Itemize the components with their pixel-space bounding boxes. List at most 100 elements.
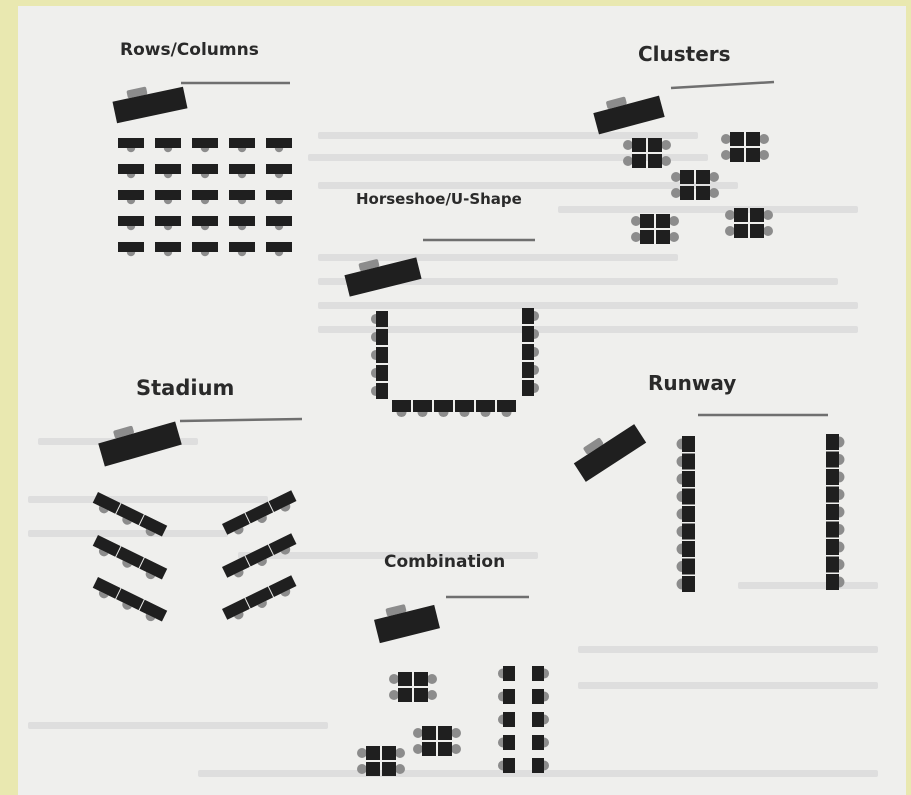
student-desk xyxy=(826,451,845,468)
student-desk xyxy=(268,490,297,512)
student-desk xyxy=(118,242,144,257)
desk-top xyxy=(682,506,695,522)
student-desk xyxy=(532,735,550,750)
desk-top xyxy=(503,689,515,704)
chair xyxy=(257,600,267,608)
student-desk xyxy=(266,164,292,179)
chair xyxy=(413,728,423,738)
desk-top xyxy=(532,758,544,773)
teacher-desk xyxy=(98,421,182,467)
student-desk xyxy=(640,230,654,244)
student-desk xyxy=(750,208,764,222)
student-desk xyxy=(370,365,388,381)
desk-top xyxy=(434,400,453,412)
student-desk xyxy=(155,190,181,205)
desk-top xyxy=(682,488,695,505)
student-desk xyxy=(229,164,255,179)
combination-title: Combination xyxy=(384,552,506,572)
chair xyxy=(459,412,470,418)
chair xyxy=(122,517,132,525)
student-desk xyxy=(229,216,255,231)
cluster-1 xyxy=(623,138,671,168)
student-desk xyxy=(116,503,144,526)
chair xyxy=(237,174,247,179)
chair xyxy=(676,561,682,572)
chair xyxy=(233,570,244,578)
chair xyxy=(427,690,437,700)
student-desk xyxy=(192,190,218,205)
desk-top xyxy=(532,666,544,681)
chair xyxy=(839,559,845,570)
student-desk xyxy=(656,230,670,244)
desk-top xyxy=(266,190,292,200)
chair xyxy=(357,764,367,774)
desk-top xyxy=(522,344,534,360)
desk-top xyxy=(139,599,168,622)
desk-top xyxy=(682,471,695,487)
student-desk xyxy=(266,190,292,205)
clusters-teacher-desk xyxy=(593,95,665,135)
chair xyxy=(233,527,244,535)
teacher-desk xyxy=(573,424,647,482)
stadium-row xyxy=(222,533,297,578)
chair xyxy=(763,226,773,236)
student-desk xyxy=(192,164,218,179)
student-desk xyxy=(268,533,297,555)
desk-top xyxy=(155,190,181,200)
desk-top xyxy=(826,504,839,520)
cluster-2 xyxy=(721,132,769,162)
chair xyxy=(357,748,367,758)
student-desk xyxy=(245,544,274,567)
chair xyxy=(370,331,376,343)
horseshoe-desks xyxy=(370,308,540,418)
chair xyxy=(759,150,769,160)
horseshoe-teacher-desk xyxy=(344,257,422,297)
chair xyxy=(274,226,284,231)
chair xyxy=(676,438,682,450)
student-desk xyxy=(413,400,432,418)
student-desk xyxy=(826,486,845,503)
chair xyxy=(669,216,679,226)
teacher-desk xyxy=(344,257,422,297)
runway-teacher-desk xyxy=(573,424,647,482)
student-desk xyxy=(497,689,515,704)
book-page: Rows/Columns Clusters Horseshoe/U-Shape … xyxy=(18,6,906,795)
desk-top xyxy=(155,164,181,174)
student-desk xyxy=(382,746,396,760)
chair xyxy=(676,456,682,467)
student-desk xyxy=(222,598,250,620)
stadium-teacher-desk xyxy=(98,421,182,467)
chair xyxy=(200,252,210,257)
chair xyxy=(274,174,284,179)
desk-top xyxy=(222,598,250,620)
desk-top xyxy=(413,400,432,412)
chair xyxy=(126,252,136,257)
student-desk xyxy=(414,672,428,686)
chair xyxy=(413,744,423,754)
student-desk xyxy=(522,362,540,378)
student-desk xyxy=(192,242,218,257)
chair xyxy=(438,412,449,418)
chair xyxy=(631,216,641,226)
student-desk xyxy=(266,138,292,153)
student-desk xyxy=(497,712,515,727)
desk-top xyxy=(682,453,695,470)
chair xyxy=(763,210,773,220)
desk-top xyxy=(682,558,695,575)
chair xyxy=(122,560,132,568)
chair xyxy=(623,156,633,166)
chair xyxy=(280,589,291,597)
chair xyxy=(676,578,682,590)
desk-top xyxy=(229,216,255,226)
desk-top xyxy=(245,501,274,524)
desk-top xyxy=(118,164,144,174)
stadium-row xyxy=(92,492,168,537)
student-desk xyxy=(532,758,550,773)
desk-top xyxy=(192,216,218,226)
desk-top xyxy=(118,216,144,226)
chair xyxy=(497,668,503,679)
desk-top xyxy=(682,541,695,557)
student-desk xyxy=(268,575,297,597)
chair xyxy=(497,760,503,771)
desk-top xyxy=(229,138,255,148)
